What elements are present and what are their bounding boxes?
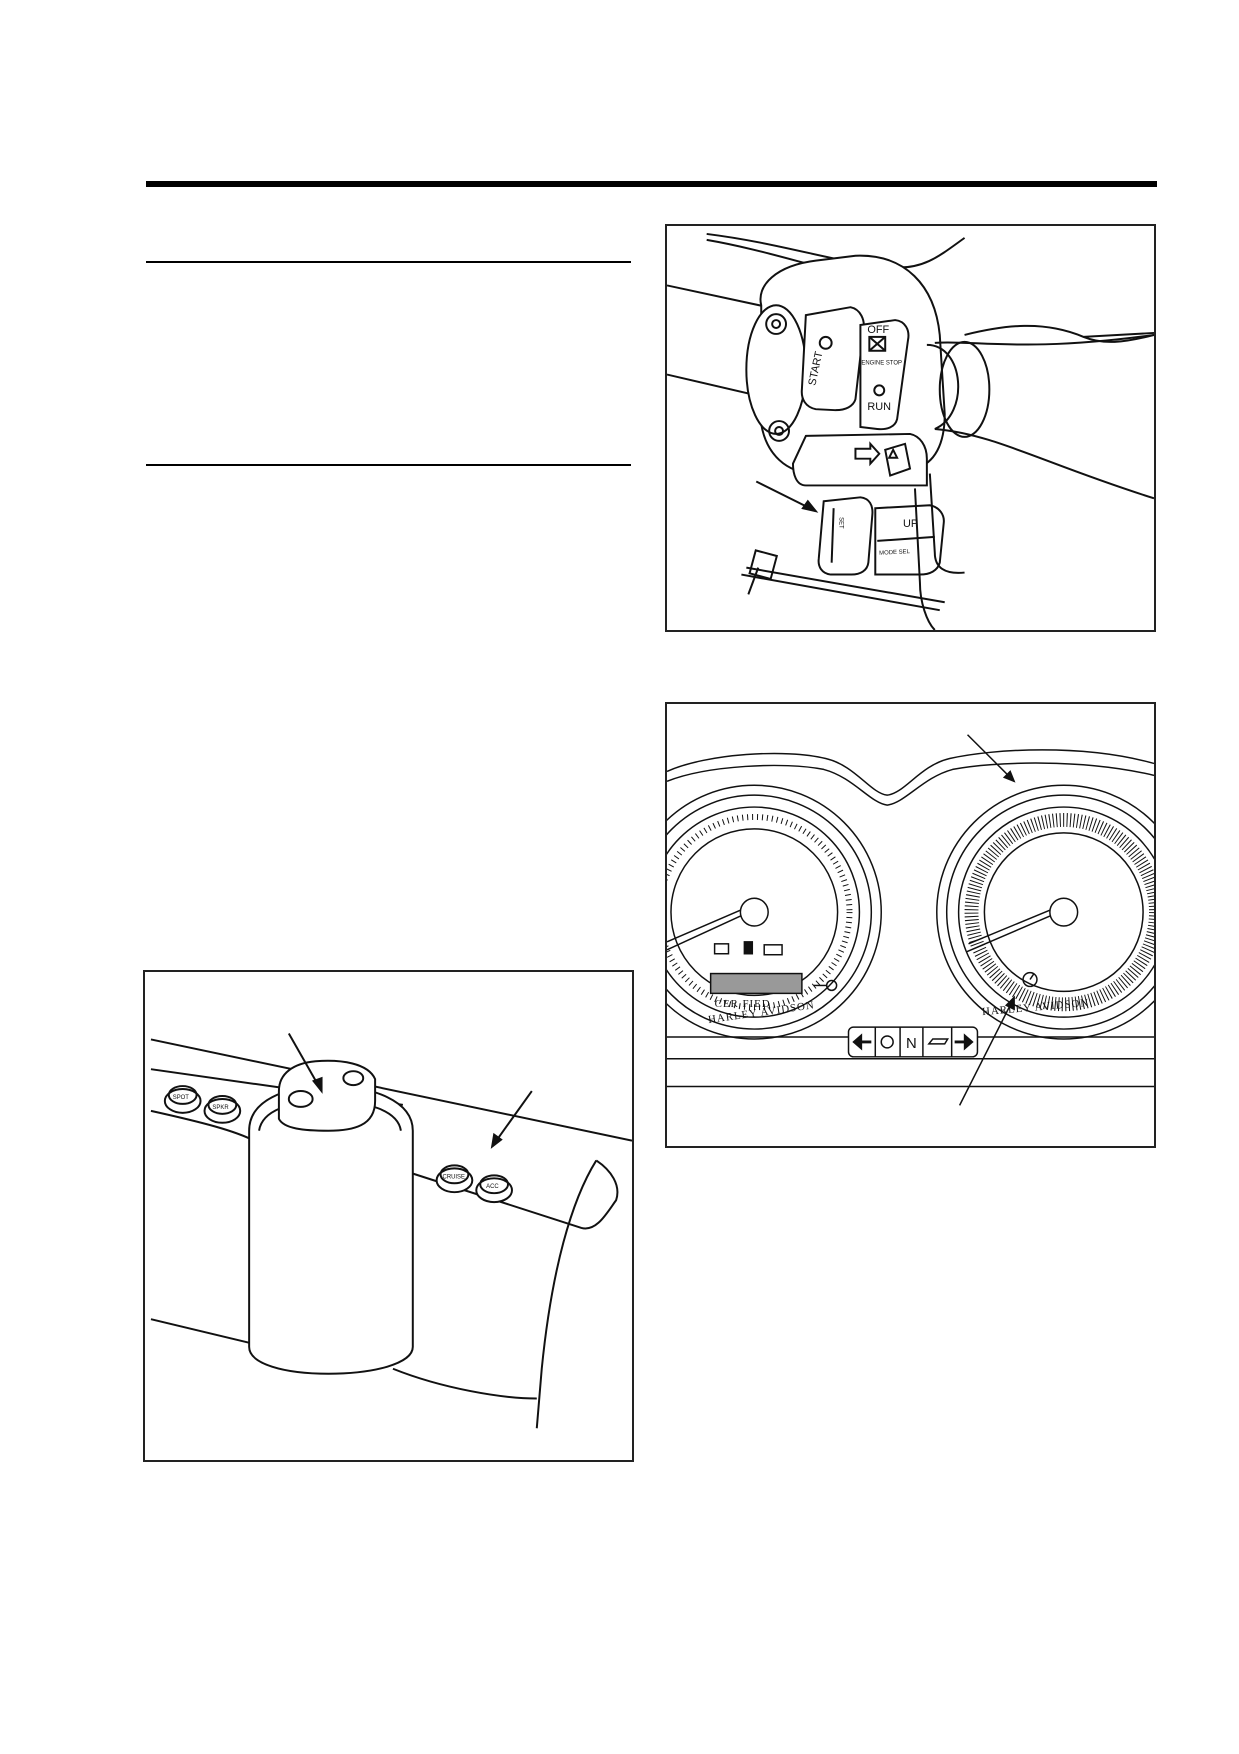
up-label: UP — [903, 518, 918, 530]
acc-label: ACC — [486, 1184, 499, 1190]
engine-stop-label: ENGINE STOP — [861, 361, 902, 367]
spkr-label: SPKR — [212, 1105, 229, 1111]
gauge-cluster-figure: CER FIED HARLEY AVIDSON HARLEY AVIDSON N — [665, 702, 1156, 1148]
set-label: SET — [838, 517, 844, 529]
header-rule — [146, 181, 1157, 187]
spot-label: SPOT — [173, 1095, 190, 1101]
handlebar-switch-illustration: START OFF ENGINE STOP RUN SET UP MODE SE… — [667, 232, 1154, 630]
fairing-switch-illustration: SPOT SPKR CRUISE ACC — [150, 1033, 632, 1429]
section-rule-upper — [146, 261, 631, 263]
neutral-indicator-label: N — [906, 1036, 917, 1052]
gauge-cluster-illustration: CER FIED HARLEY AVIDSON HARLEY AVIDSON N — [667, 734, 1154, 1106]
run-label: RUN — [867, 401, 891, 413]
cruise-label: CRUISE — [443, 1174, 465, 1180]
fairing-switch-figure: SPOT SPKR CRUISE ACC — [143, 970, 634, 1462]
harley-davidson-right-label: HARLEY AVIDSON — [982, 997, 1090, 1018]
section-rule-lower — [146, 464, 631, 466]
certified-label: CER FIED — [715, 998, 771, 1010]
mode-sel-label: MODE SEL — [879, 549, 911, 557]
handlebar-switch-figure: START OFF ENGINE STOP RUN SET UP MODE SE… — [665, 224, 1156, 632]
off-label: OFF — [867, 324, 889, 336]
